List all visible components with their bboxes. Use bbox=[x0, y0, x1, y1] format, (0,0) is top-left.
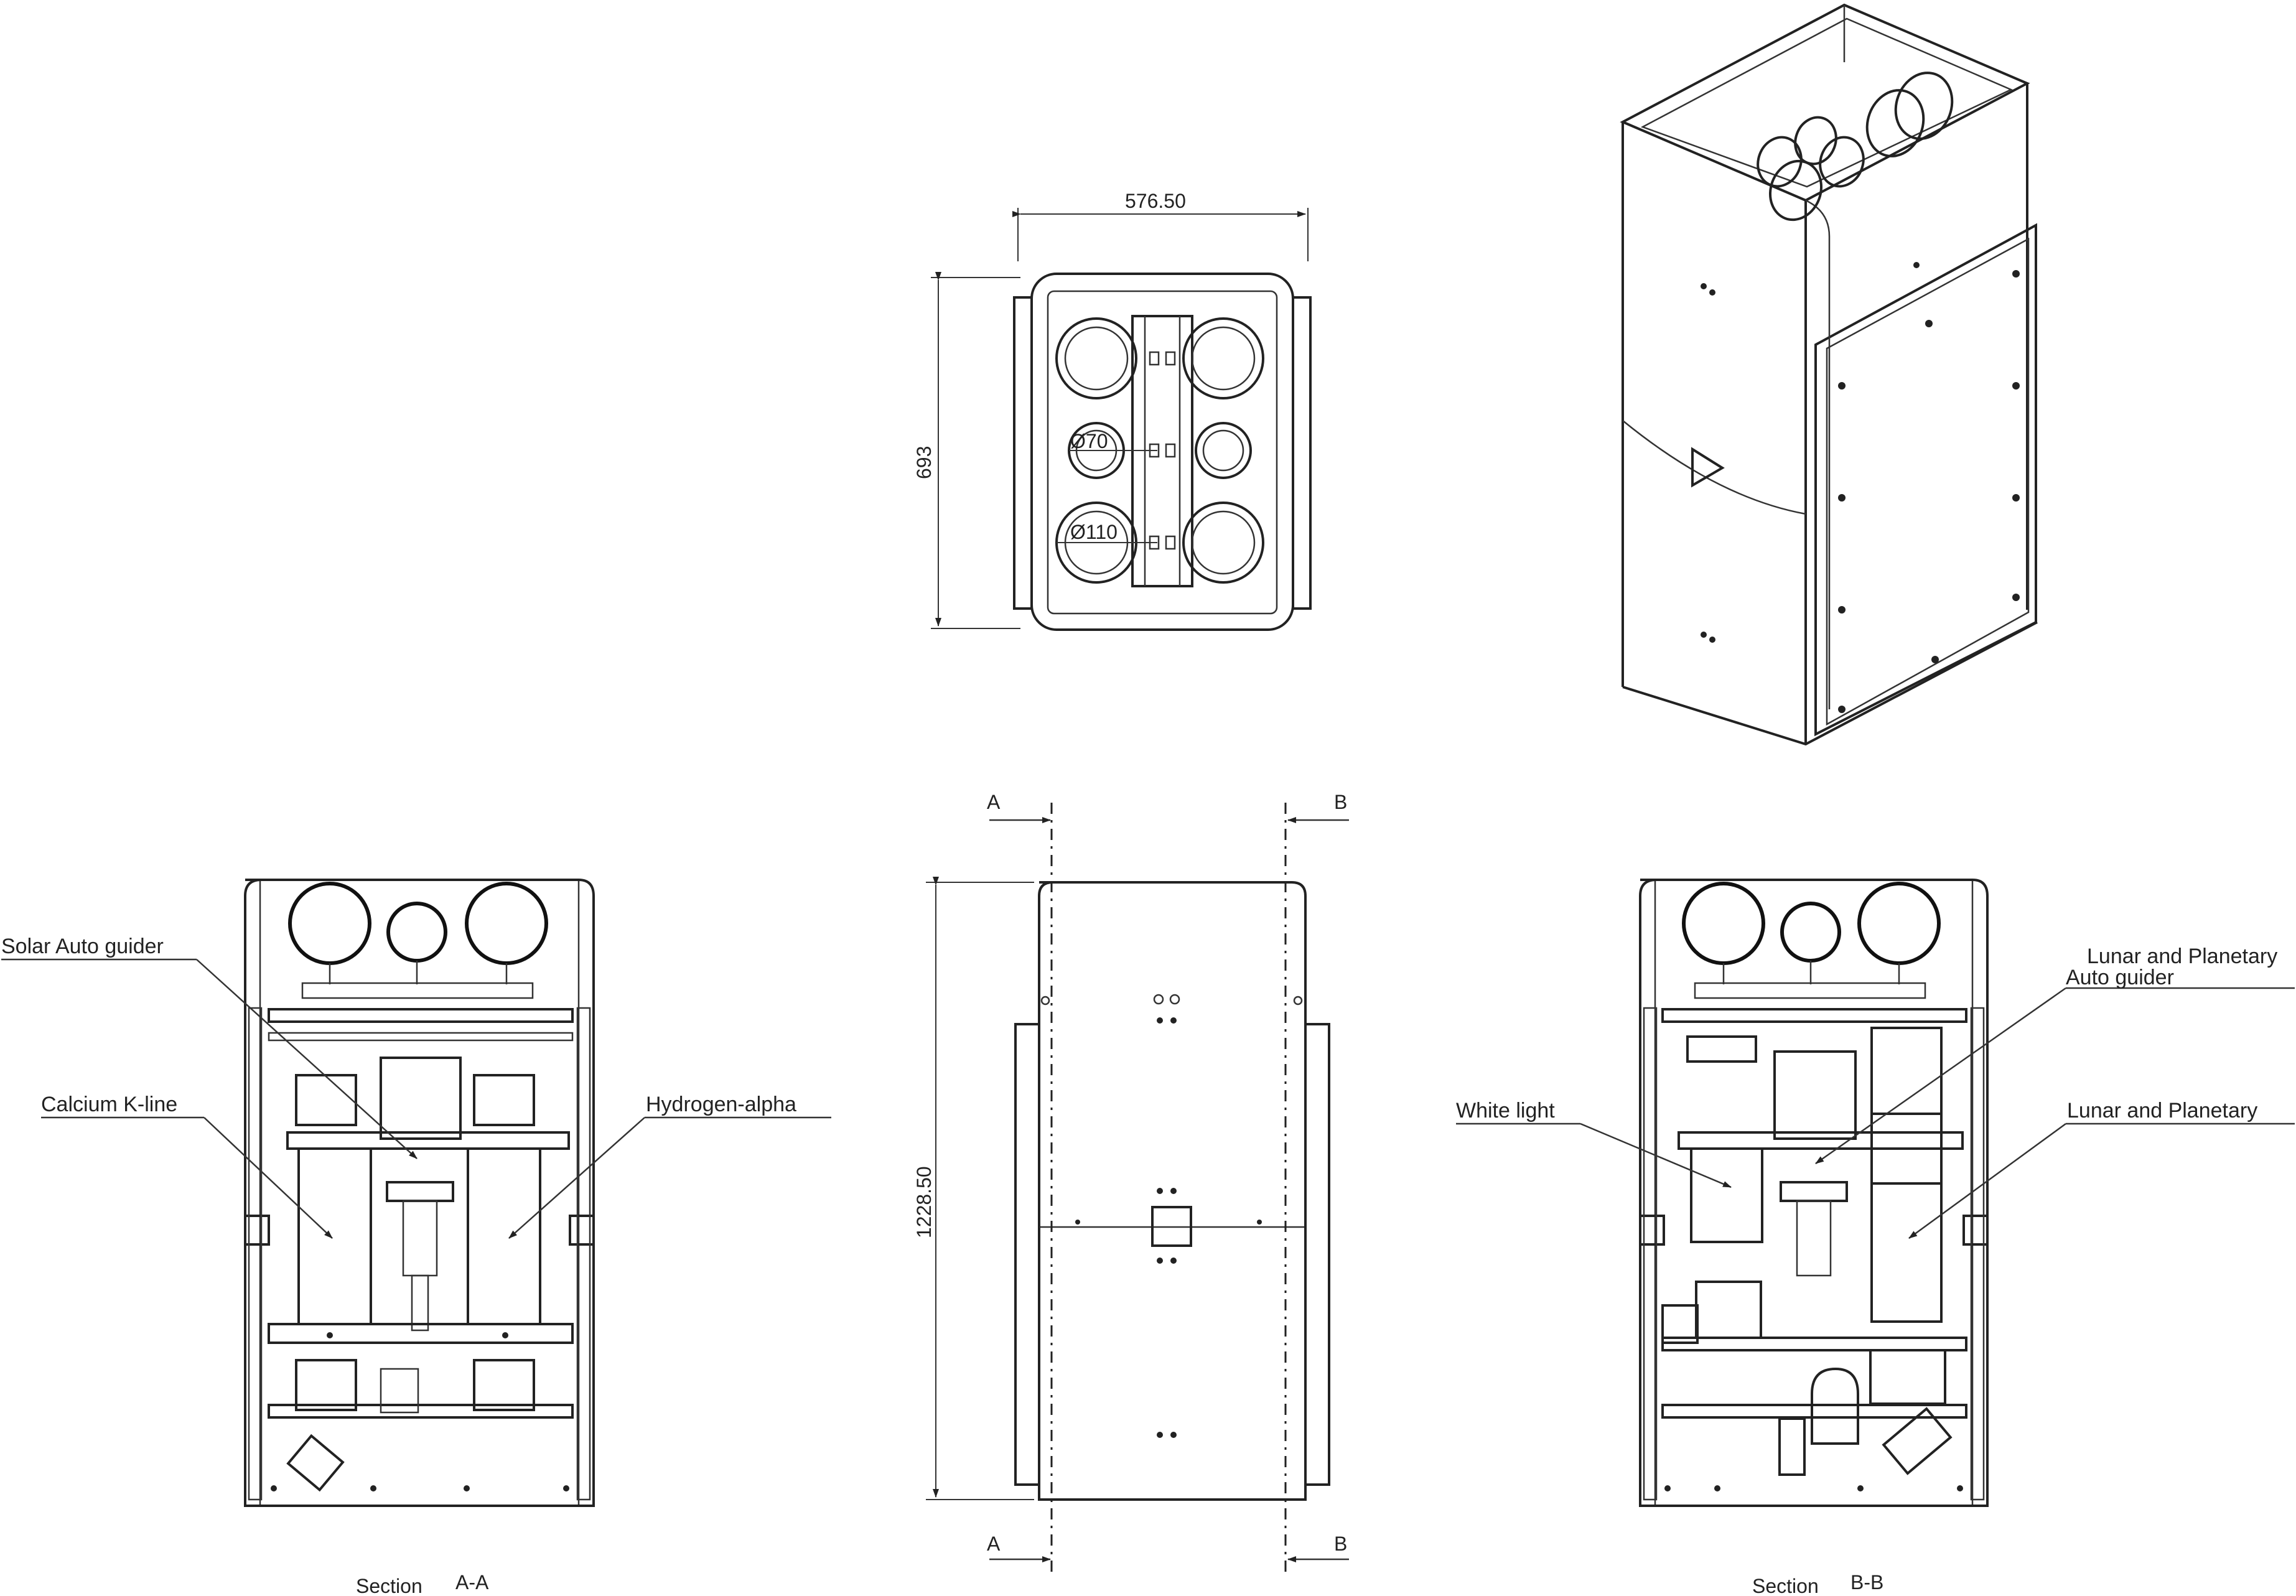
label-solar-auto-guider: Solar Auto guider bbox=[1, 935, 164, 958]
caption-section-bb-id: B-B bbox=[1850, 1571, 1883, 1594]
label-hydrogen-alpha: Hydrogen-alpha bbox=[646, 1093, 796, 1116]
label-lunar-planetary-auto-guider-2: Auto guider bbox=[2066, 966, 2174, 989]
caption-section-aa-word: Section bbox=[356, 1575, 422, 1596]
caption-section-bb-word: Section bbox=[1752, 1575, 1819, 1596]
dia-large-label: Ø110 bbox=[1070, 521, 1118, 543]
section-aa-view: Solar Auto guider Calcium K-line Hydroge… bbox=[1, 879, 831, 1596]
section-marker-b-top: B bbox=[1334, 791, 1347, 813]
section-marker-b-bottom: B bbox=[1334, 1533, 1347, 1555]
isometric-view bbox=[1620, 3, 2038, 746]
top-view: Ø70 Ø110 576.50 693 bbox=[913, 190, 1312, 631]
section-marker-a-top: A bbox=[987, 791, 1001, 813]
caption-section-aa-id: A-A bbox=[455, 1571, 489, 1594]
label-lunar-planetary-auto-guider-1: Lunar and Planetary bbox=[2087, 945, 2277, 968]
width-dimension: 576.50 bbox=[1125, 190, 1186, 212]
front-view: A B A B 1228.50 bbox=[913, 791, 1349, 1574]
depth-dimension: 693 bbox=[913, 446, 935, 479]
label-calcium-k-line: Calcium K-line bbox=[41, 1093, 177, 1116]
label-lunar-planetary: Lunar and Planetary bbox=[2067, 1099, 2257, 1122]
label-white-light: White light bbox=[1456, 1099, 1555, 1122]
height-dimension: 1228.50 bbox=[913, 1166, 935, 1238]
section-marker-a-bottom: A bbox=[987, 1533, 1001, 1555]
section-bb-view: Lunar and Planetary Auto guider White li… bbox=[1456, 879, 2295, 1596]
dia-small-label: Ø70 bbox=[1070, 430, 1108, 452]
